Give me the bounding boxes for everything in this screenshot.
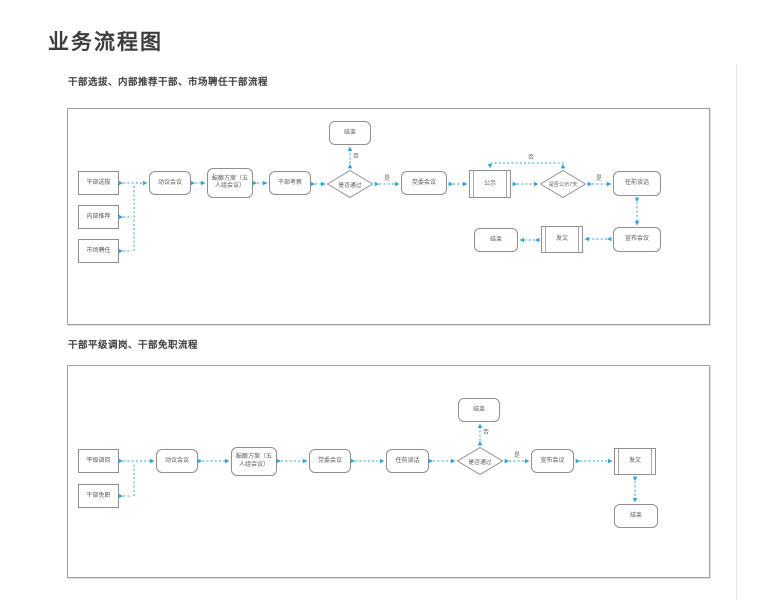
node-start-transfer: 平级调岗 bbox=[78, 449, 119, 473]
page-title: 业务流程图 bbox=[48, 31, 163, 54]
edge-label-no-top: 否 bbox=[353, 154, 360, 160]
node-inspection: 干部考察 bbox=[269, 171, 311, 195]
node-party-meeting: 党委会议 bbox=[309, 449, 351, 473]
node-motion-meeting: 动议会议 bbox=[156, 449, 198, 473]
decision-diamond-shape bbox=[457, 447, 503, 475]
node-end-top: 结束 bbox=[458, 398, 500, 422]
node-start-market: 市场聘任 bbox=[78, 239, 119, 263]
node-issue-doc: 发文 bbox=[614, 448, 656, 475]
decision-diamond-shape bbox=[327, 170, 373, 198]
edge-decision2-no-loop bbox=[487, 162, 566, 169]
node-end-top: 结束 bbox=[329, 121, 371, 145]
node-end-final: 结束 bbox=[614, 504, 658, 528]
flow1-panel: 干部选拔 内部推荐 市场聘任 动议会议 酝酿方案（五人组会议） 干部考察 是否通… bbox=[67, 108, 710, 325]
node-end-final: 结束 bbox=[474, 228, 518, 252]
node-pre-talk: 任前谈话 bbox=[613, 171, 661, 196]
flow1-heading: 干部选拔、内部推荐干部、市场聘任干部流程 bbox=[68, 77, 269, 88]
node-start-select: 干部选拔 bbox=[78, 171, 119, 195]
flow2-connectors bbox=[118, 423, 638, 503]
decision-publicity: 是否公示7天 bbox=[540, 170, 586, 198]
node-issue-doc: 发文 bbox=[541, 226, 583, 253]
node-brew-plan: 酝酿方案（五人组会议） bbox=[231, 447, 277, 476]
node-brew-plan: 酝酿方案（五人组会议） bbox=[207, 168, 253, 198]
flow1-connectors bbox=[118, 146, 640, 254]
node-announce-meeting: 宣布会议 bbox=[531, 449, 574, 473]
edge-label-no-loop: 否 bbox=[528, 155, 535, 161]
decision-publicity-label: 是否公示7天 bbox=[548, 181, 578, 188]
node-motion-meeting: 动议会议 bbox=[149, 171, 191, 195]
decision-diamond-shape bbox=[540, 170, 586, 198]
edge-label-no-top: 否 bbox=[483, 430, 490, 436]
decision-pass: 是否通过 bbox=[327, 170, 373, 198]
edge-label-yes-talk: 是 bbox=[596, 176, 603, 182]
node-start-dismiss: 干部免职 bbox=[78, 484, 119, 508]
flow2-heading: 干部平级调岗、干部免职流程 bbox=[68, 340, 199, 351]
flow2-panel: 平级调岗 干部免职 动议会议 酝酿方案（五人组会议） 党委会议 任前谈话 是否通… bbox=[67, 365, 710, 578]
edge-label-yes-announce: 是 bbox=[514, 453, 521, 459]
node-publicity: 公示 bbox=[469, 170, 511, 198]
decision-pass-label: 是否通过 bbox=[338, 182, 362, 189]
node-pre-talk: 任前谈话 bbox=[386, 449, 429, 473]
edge-label-yes-party: 是 bbox=[384, 176, 391, 182]
node-announce-meeting: 宣布会议 bbox=[613, 227, 661, 252]
node-party-meeting: 党委会议 bbox=[401, 171, 447, 195]
page-divider-line bbox=[736, 64, 737, 600]
decision-pass-label: 是否通过 bbox=[468, 459, 492, 466]
decision-pass: 是否通过 bbox=[457, 447, 503, 475]
node-start-internal: 内部推荐 bbox=[78, 205, 119, 229]
